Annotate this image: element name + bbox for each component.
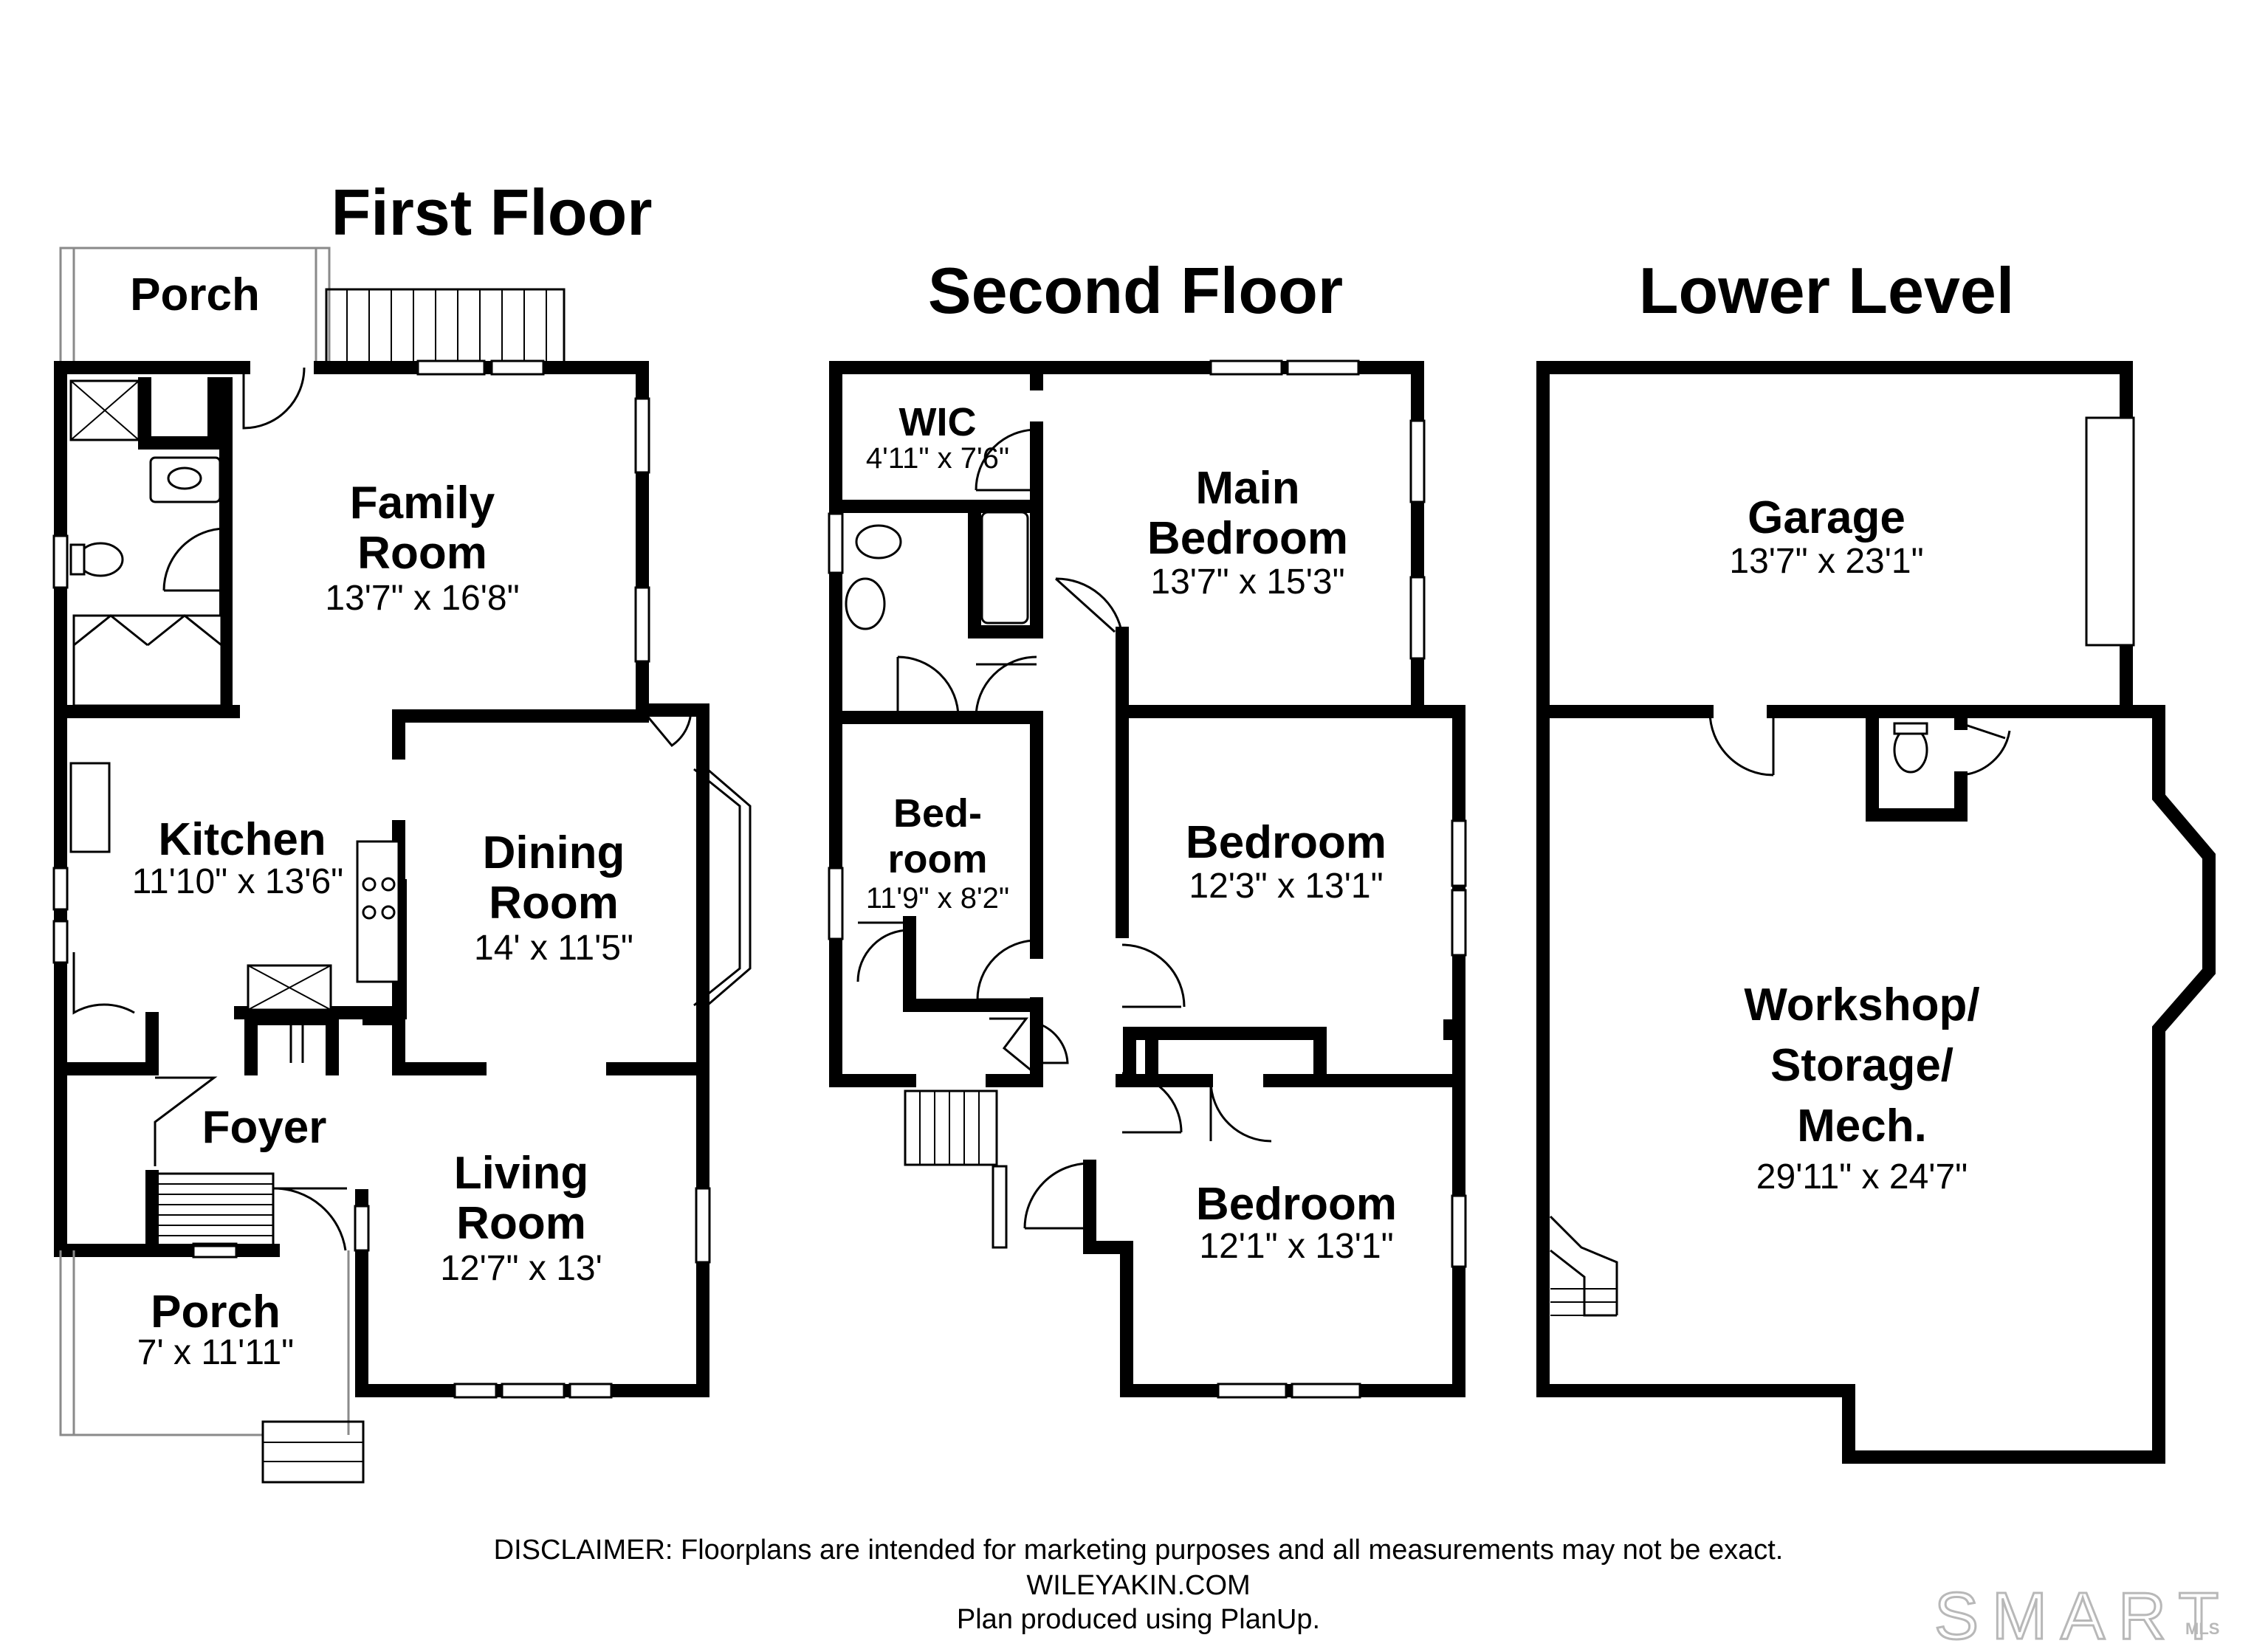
garage-dimensions: 13'7" x 23'1": [1729, 542, 1923, 581]
first-floor-doors: [72, 367, 693, 1251]
closet-icon: [72, 614, 223, 707]
toilet-icon: [855, 524, 902, 560]
website-text: WILEYAKIN.COM: [1026, 1570, 1250, 1601]
main-bedroom-dimensions: 13'7" x 15'3": [1150, 562, 1344, 602]
bathtub-icon: [980, 511, 1029, 624]
main-bedroom-label: Main: [1195, 463, 1299, 514]
wic-label: WIC: [899, 400, 977, 444]
small-bedroom-label: Bed-: [893, 791, 982, 836]
porch-stairs: [325, 288, 566, 368]
garage-label: Garage: [1748, 492, 1906, 543]
sink-icon: [149, 456, 221, 503]
svg-text:MLS: MLS: [2185, 1619, 2219, 1638]
dining-room-label: Dining: [483, 827, 625, 878]
first-floor-title: First Floor: [331, 176, 652, 249]
disclaimer-footer: DISCLAIMER: Floorplans are intended for …: [494, 1535, 1784, 1635]
sink-icon: [845, 577, 886, 630]
svg-text:Room: Room: [489, 878, 619, 929]
smart-mls-logo: SMART MLS: [1934, 1579, 2232, 1649]
family-room-label: Family: [350, 478, 495, 529]
svg-text:Mech.: Mech.: [1797, 1101, 1927, 1151]
bottom-porch-dimensions: 7' x 11'11": [137, 1333, 294, 1372]
second-floor-stairs: [904, 1017, 1037, 1166]
second-floor-windows: [828, 359, 1467, 1399]
workshop-dimensions: 29'11" x 24'7": [1756, 1157, 1968, 1197]
lower-bedroom-dimensions: 12'1" x 13'1": [1199, 1227, 1393, 1266]
interior-stairs: [154, 1076, 275, 1247]
second-floor-title: Second Floor: [928, 254, 1343, 327]
family-room-dimensions: 13'7" x 16'8": [325, 579, 519, 618]
lower-level-plan: Lower Level Garage 13'7" x 23'1" Worksho…: [1536, 254, 2216, 1464]
plan-credit-text: Plan produced using PlanUp.: [957, 1604, 1320, 1635]
workshop-label: Workshop/: [1744, 980, 1979, 1030]
bottom-porch-outline: [59, 1250, 263, 1436]
first-floor-plan: First Floor Porch: [52, 176, 752, 1484]
wic-dimensions: 4'11" x 7'6": [866, 442, 1009, 475]
disclaimer-text: DISCLAIMER: Floorplans are intended for …: [494, 1535, 1784, 1566]
kitchen-sink-icon: [69, 762, 111, 853]
svg-text:Room: Room: [456, 1198, 586, 1249]
kitchen-dimensions: 11'10" x 13'6": [132, 862, 343, 901]
garage-door: [2085, 416, 2135, 647]
top-porch-outline: [59, 247, 331, 362]
stove-icon: [356, 840, 400, 983]
living-room-dimensions: 12'7" x 13': [440, 1249, 602, 1288]
second-floor-plan: Second Floor: [828, 254, 1467, 1399]
foyer-label: Foyer: [202, 1102, 327, 1153]
lower-level-doors: [1708, 711, 2011, 777]
lower-level-stairs: [1549, 1215, 1618, 1317]
living-room-label: Living: [454, 1148, 589, 1199]
svg-text:Storage/: Storage/: [1770, 1040, 1953, 1091]
kitchen-label: Kitchen: [158, 814, 326, 865]
lower-level-title: Lower Level: [1639, 254, 2015, 327]
top-porch-label: Porch: [130, 269, 260, 320]
middle-bedroom-label: Bedroom: [1186, 817, 1386, 868]
first-floor-west-wall: [54, 361, 280, 1257]
second-floor-doors: [856, 428, 1272, 1230]
svg-text:Bedroom: Bedroom: [1147, 513, 1348, 564]
svg-text:SMART: SMART: [1934, 1580, 2232, 1649]
bottom-porch-label: Porch: [151, 1287, 281, 1338]
dining-room-dimensions: 14' x 11'5": [474, 929, 633, 968]
svg-text:room: room: [888, 837, 988, 881]
middle-bedroom-dimensions: 12'3" x 13'1": [1189, 867, 1383, 906]
small-bedroom-dimensions: 11'9" x 8'2": [866, 882, 1009, 915]
svg-text:Room: Room: [357, 528, 487, 579]
lower-bedroom-label: Bedroom: [1196, 1179, 1397, 1230]
